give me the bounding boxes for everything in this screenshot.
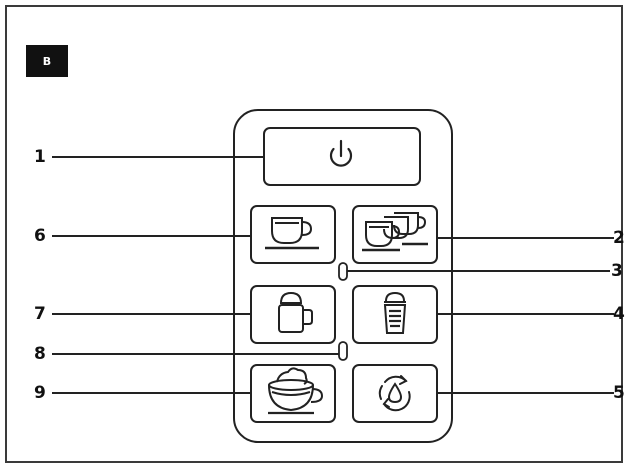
- callout-4: 4: [613, 304, 625, 324]
- callout-2: 2: [613, 228, 625, 248]
- steam-button[interactable]: [250, 285, 336, 344]
- control-panel-outline: [233, 109, 453, 443]
- descale-cycle-icon: [378, 375, 411, 412]
- cappuccino-cup-icon: [268, 367, 324, 415]
- water-tank-icon: [383, 291, 407, 334]
- power-icon: [329, 139, 353, 167]
- milk-jug-icon: [278, 291, 313, 333]
- double-coffee-button[interactable]: [352, 205, 438, 264]
- callout-5: 5: [613, 383, 625, 403]
- double-cup-icon: [362, 212, 428, 252]
- callout-9: 9: [34, 383, 46, 403]
- panel-label: B: [26, 45, 68, 77]
- water-tank-button[interactable]: [352, 285, 438, 344]
- cappuccino-button[interactable]: [250, 364, 336, 423]
- callout-6: 6: [34, 226, 46, 246]
- callout-3: 3: [611, 261, 623, 281]
- indicator-light-8: [338, 341, 348, 361]
- indicator-light-3: [338, 262, 348, 281]
- single-coffee-button[interactable]: [250, 205, 336, 264]
- power-button[interactable]: [263, 127, 421, 186]
- callout-1: 1: [34, 147, 46, 167]
- single-cup-icon: [265, 217, 319, 250]
- descale-button[interactable]: [352, 364, 438, 423]
- callout-7: 7: [34, 304, 46, 324]
- callout-8: 8: [34, 344, 46, 364]
